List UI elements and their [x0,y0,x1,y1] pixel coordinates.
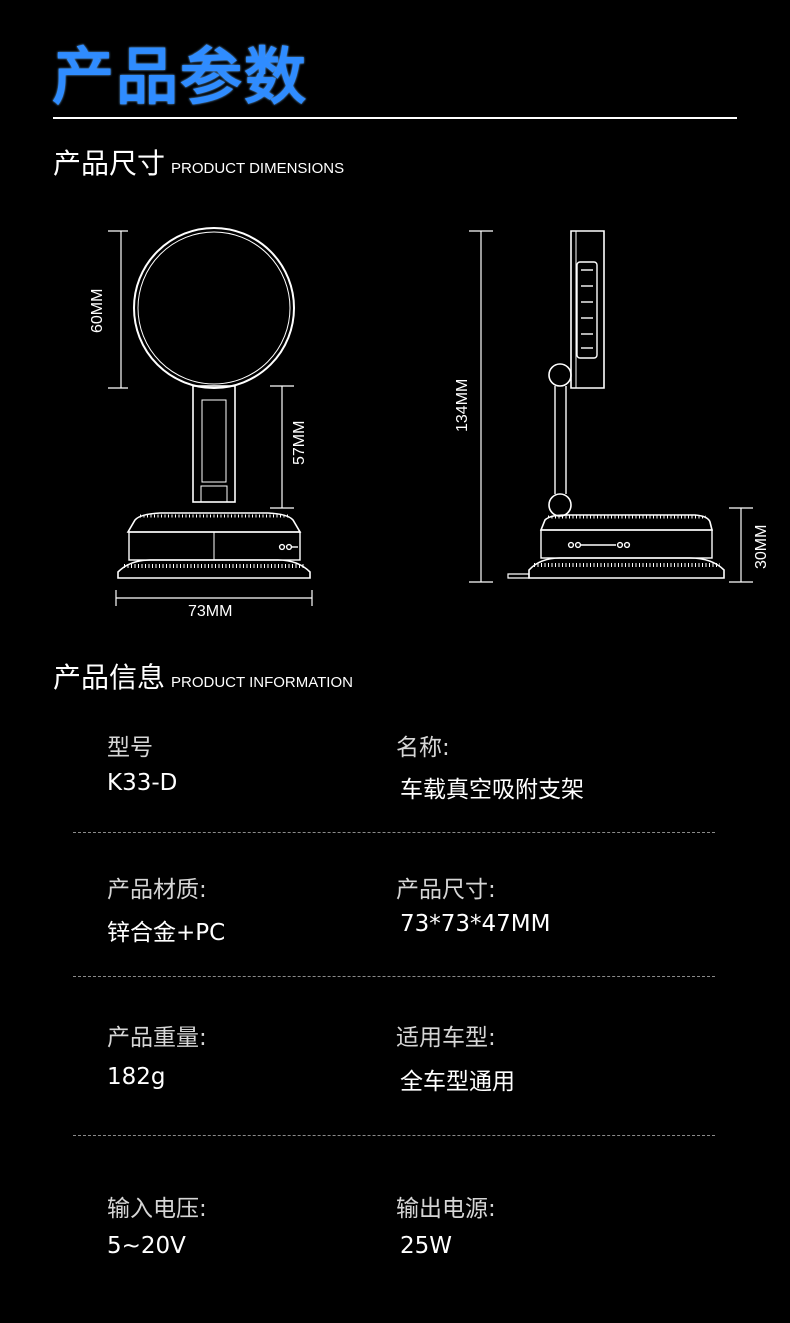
dimensions-heading-cn: 产品尺寸 [53,147,166,180]
product-dimension-drawing [108,227,753,606]
dimensions-heading-en: PRODUCT DIMENSIONS [171,160,345,177]
side-view-dimension-lines [469,230,753,583]
input-voltage-label: 输入电压: [107,1196,207,1222]
info-heading-cn: 产品信息 [53,661,166,694]
vehicle-value: 全车型通用 [400,1069,515,1095]
material-value: 锌合金+PC [107,920,226,946]
side-view-head [570,230,605,389]
info-heading-en: PRODUCT INFORMATION [171,674,353,691]
output-power-value: 25W [400,1233,453,1259]
dimensions-heading: 产品尺寸 PRODUCT DIMENSIONS [53,142,344,182]
title-divider [53,117,737,119]
base-width-label: 73MM [188,603,233,620]
side-view-base [507,514,725,579]
weight-label: 产品重量: [107,1025,207,1051]
material-label: 产品材质: [107,877,207,903]
side-view-arm [548,363,572,517]
total-height-label: 134MM [454,378,471,432]
ring-height-label: 60MM [89,288,106,333]
front-view-ring [133,227,295,389]
size-value: 73*73*47MM [400,911,551,937]
name-label: 名称: [396,735,450,761]
info-heading: 产品信息 PRODUCT INFORMATION [53,656,353,696]
model-value: K33-D [107,770,178,796]
base-height-label: 30MM [753,524,770,569]
output-power-label: 输出电源: [396,1196,496,1222]
name-value: 车载真空吸附支架 [400,777,584,803]
row-divider [73,976,715,977]
front-view-dimension-lines [108,230,313,606]
size-label: 产品尺寸: [396,877,496,903]
vehicle-label: 适用车型: [396,1025,496,1051]
model-label: 型号 [107,735,153,761]
row-divider [73,832,715,833]
stem-height-label: 57MM [291,420,308,465]
input-voltage-value: 5~20V [107,1233,186,1259]
front-view-stem [192,385,236,503]
weight-value: 182g [107,1064,166,1090]
page-title: 产品参数 [52,40,309,113]
front-view-base [117,512,311,579]
row-divider [73,1135,715,1136]
